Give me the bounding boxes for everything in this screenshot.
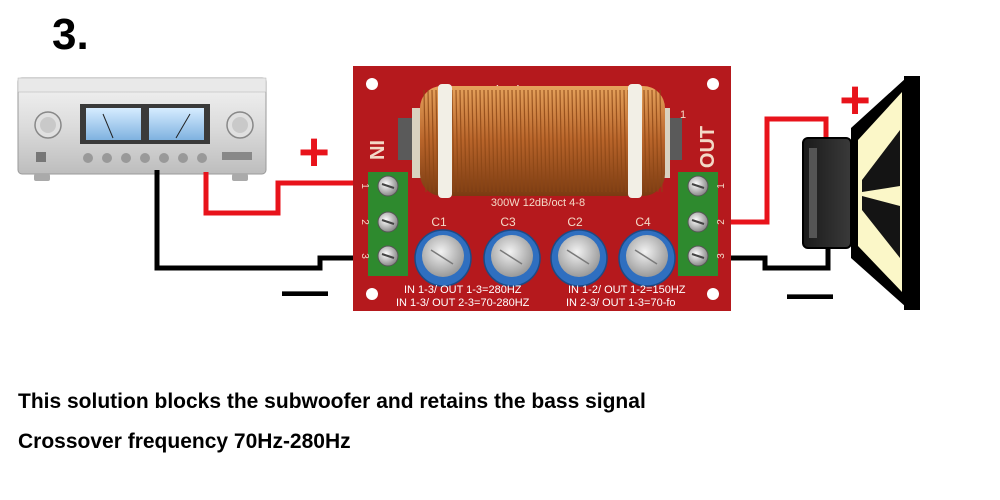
positive-wires [203, 116, 829, 225]
positive-wire-amp-to-board [203, 172, 380, 216]
out-terminal-number: 3 [716, 253, 727, 259]
config-line: IN 1-3/ OUT 2-3=70-280HZ [396, 297, 530, 309]
capacitor-label: C2 [567, 215, 583, 229]
mount-hole [366, 78, 378, 90]
terminal-screw [687, 175, 709, 197]
capacitor [483, 229, 541, 287]
board-spec: 300W 12dB/oct 4-8 [491, 197, 585, 209]
in-terminal-number: 1 [359, 183, 370, 189]
inductor-coil [398, 84, 682, 198]
capacitor [414, 229, 472, 287]
amplifier-icon [17, 77, 267, 181]
negative-wires [154, 170, 831, 271]
capacitor-label: C3 [500, 215, 516, 229]
config-line: IN 2-3/ OUT 1-3=70-fo [566, 297, 676, 309]
terminal-screw [377, 211, 399, 233]
in-terminal-number: 2 [359, 219, 370, 225]
out-label: OUT [697, 126, 719, 168]
capacitor-label: C4 [635, 215, 651, 229]
mount-hole [707, 288, 719, 300]
terminal-screw [687, 211, 709, 233]
in-label: IN [365, 140, 387, 160]
terminal-screw [687, 245, 709, 267]
crossover-board: Hi-Fi BASS-A1 300W 12dB/oct 4-8 IN OUT 1… [353, 66, 731, 311]
out-terminal-number: 2 [716, 219, 727, 225]
negative-wire-amp-to-board [154, 170, 380, 271]
output-terminal-block [678, 172, 718, 276]
out-terminal-number: 1 [716, 183, 727, 189]
positive-wire-board-to-speaker [700, 116, 829, 225]
terminal-screw [377, 245, 399, 267]
in-terminal-number: 3 [359, 253, 370, 259]
input-terminal-block [368, 172, 408, 276]
capacitor-label: C1 [431, 215, 447, 229]
config-line: IN 1-2/ OUT 1-2=150HZ [568, 284, 686, 296]
negative-wire-board-to-speaker [700, 248, 831, 271]
amp-plus-sign: + [298, 122, 330, 182]
speaker-minus-sign: — [787, 267, 833, 319]
speaker-icon [802, 76, 920, 310]
caption-line-1: This solution blocks the subwoofer and r… [18, 390, 646, 413]
capacitor-row: C1 C3 C2 C4 [414, 215, 676, 287]
caption-line-2: Crossover frequency 70Hz-280Hz [18, 430, 351, 453]
config-line: IN 1-3/ OUT 1-3=280HZ [404, 284, 522, 296]
amp-minus-sign: — [282, 264, 328, 316]
mount-hole [366, 288, 378, 300]
step-number: 3. [52, 10, 89, 59]
capacitor [618, 229, 676, 287]
mount-hole [707, 78, 719, 90]
capacitor [550, 229, 608, 287]
coil-pin-label: 1 [680, 109, 686, 121]
terminal-screw [377, 175, 399, 197]
